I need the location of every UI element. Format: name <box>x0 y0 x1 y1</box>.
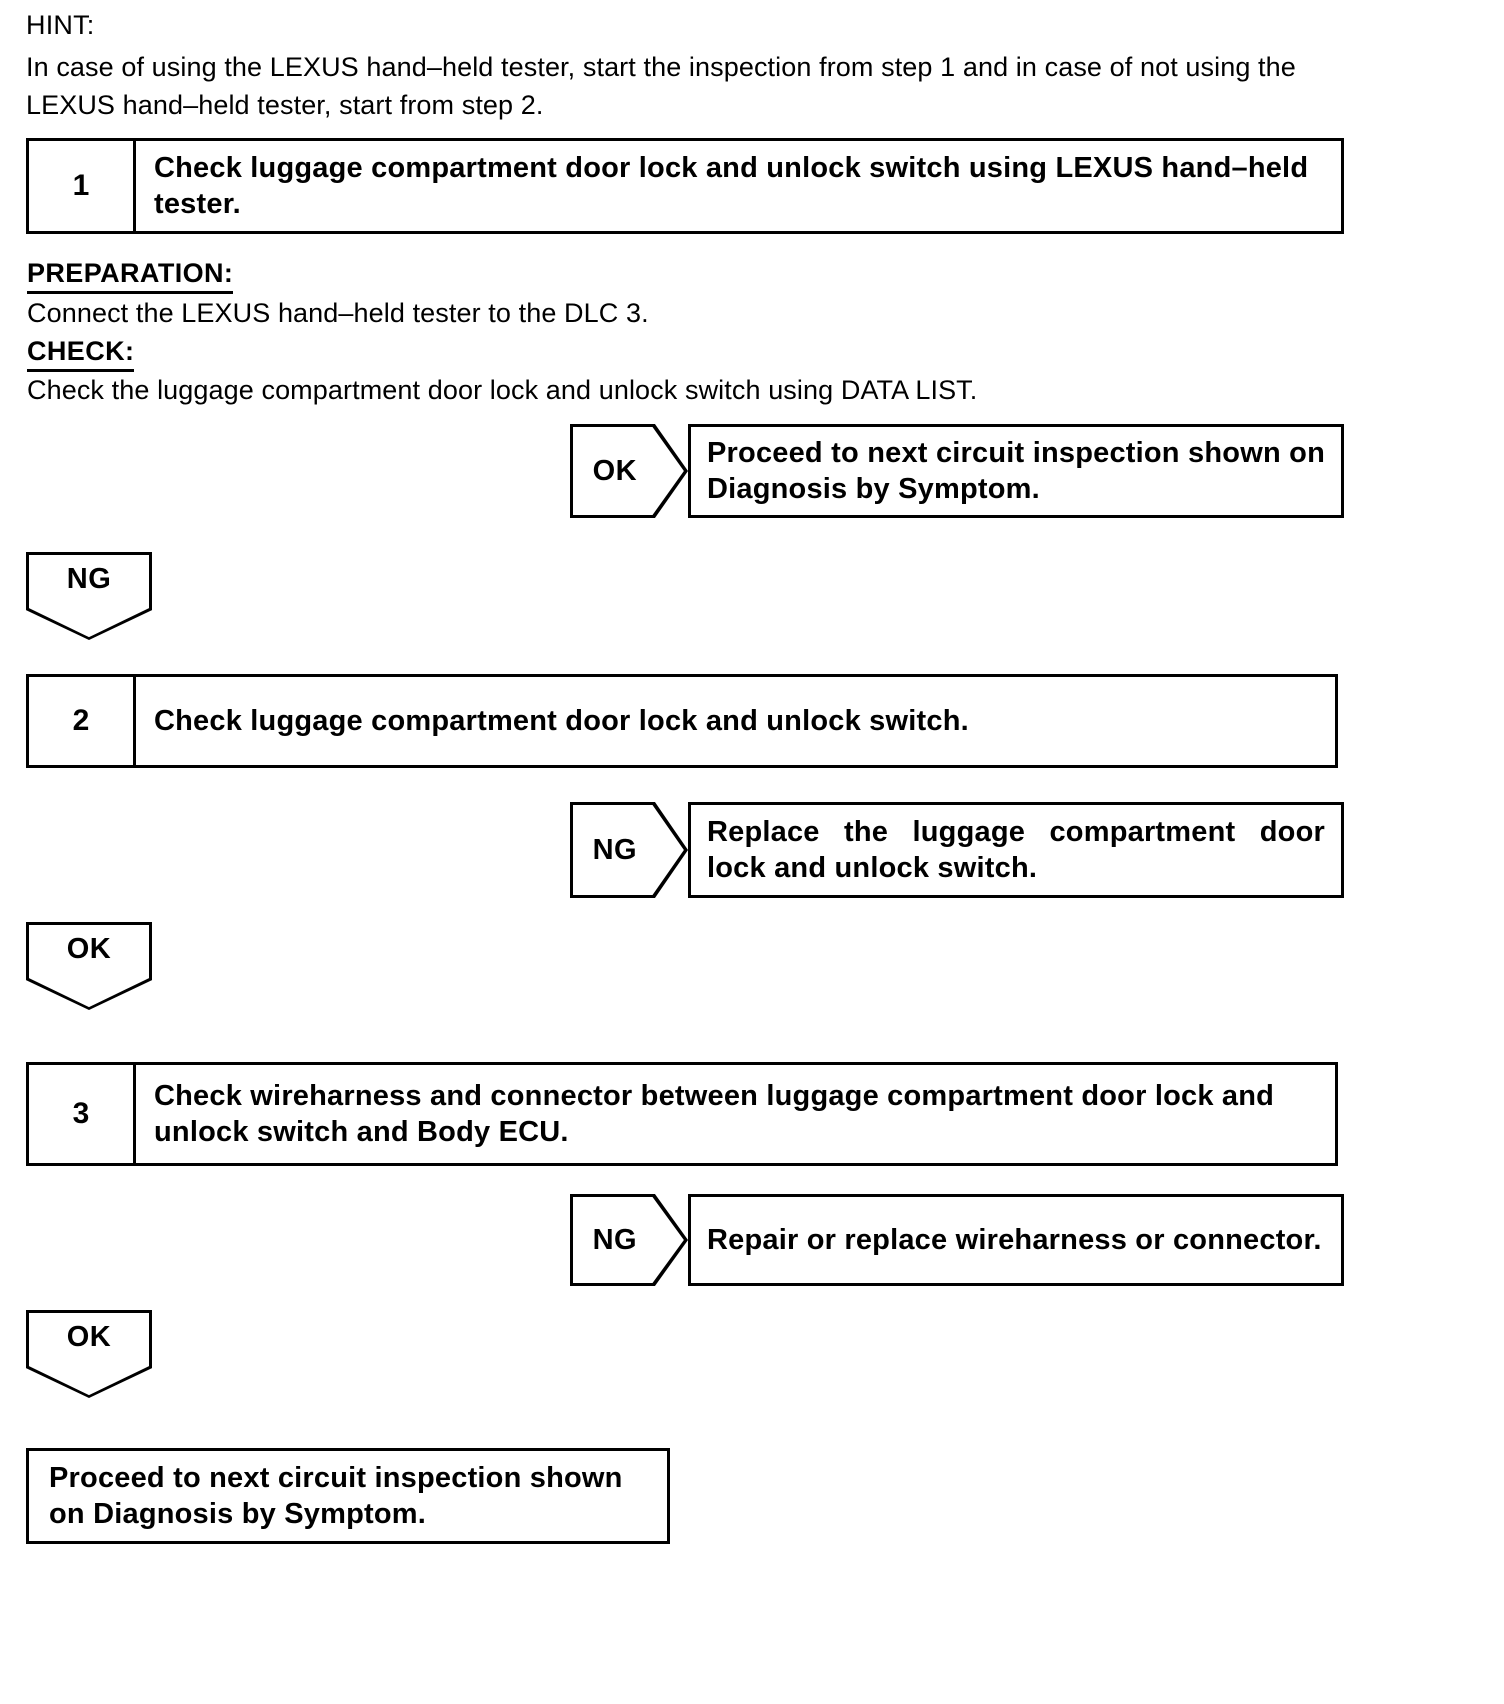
result-text-2: Replace the luggage compartment door loc… <box>707 816 1325 884</box>
step-number-3: 3 <box>29 1065 136 1163</box>
flag-down-badge-ng-1: NG <box>26 552 152 640</box>
arrow-right-badge-ng-3: NG <box>570 1194 688 1286</box>
step-box-1[interactable]: 1 Check luggage compartment door lock an… <box>26 138 1344 234</box>
flag-down-badge-ok-3: OK <box>26 1310 152 1398</box>
arrow-badge-label-3: NG <box>592 1223 638 1256</box>
check-heading: CHECK: <box>27 336 135 372</box>
arrow-badge-label-1: OK <box>592 454 638 487</box>
hint-label: HINT: <box>26 10 95 40</box>
step-box-2[interactable]: 2 Check luggage compartment door lock an… <box>26 674 1338 768</box>
flag-badge-label-1: NG <box>66 562 112 595</box>
result-box-3[interactable]: Repair or replace wireharness or connect… <box>688 1194 1344 1286</box>
flag-down-badge-ok-2: OK <box>26 922 152 1010</box>
arrow-badge-label-2: NG <box>592 833 638 866</box>
flag-badge-label-3: OK <box>66 1320 112 1353</box>
step-text-2: Check luggage compartment door lock and … <box>154 705 969 737</box>
result-branch-2: NG Replace the luggage compartment door … <box>570 802 1344 898</box>
arrow-right-badge-ng-2: NG <box>570 802 688 898</box>
step-number-2: 2 <box>29 677 136 765</box>
step-text-1: Check luggage compartment door lock and … <box>154 152 1309 220</box>
step-box-3[interactable]: 3 Check wireharness and connector betwee… <box>26 1062 1338 1166</box>
result-text-1: Proceed to next circuit inspection shown… <box>707 437 1325 505</box>
result-text-3: Repair or replace wireharness or connect… <box>707 1224 1322 1256</box>
result-branch-3: NG Repair or replace wireharness or conn… <box>570 1194 1344 1286</box>
result-box-1[interactable]: Proceed to next circuit inspection shown… <box>688 424 1344 518</box>
step-number-1: 1 <box>29 141 136 231</box>
result-branch-1: OK Proceed to next circuit inspection sh… <box>570 424 1344 518</box>
final-conclusion-text: Proceed to next circuit inspection shown… <box>49 1462 623 1530</box>
flag-badge-label-2: OK <box>66 932 112 965</box>
preparation-body-text: Connect the LEXUS hand–held tester to th… <box>27 298 649 328</box>
preparation-heading: PREPARATION: <box>27 258 234 294</box>
final-conclusion-box[interactable]: Proceed to next circuit inspection shown… <box>26 1448 670 1544</box>
hint-body-text: In case of using the LEXUS hand–held tes… <box>26 52 1296 120</box>
check-body-text: Check the luggage compartment door lock … <box>27 375 978 405</box>
result-box-2[interactable]: Replace the luggage compartment door loc… <box>688 802 1344 898</box>
step-text-3: Check wireharness and connector between … <box>154 1080 1275 1148</box>
arrow-right-badge-ok-1: OK <box>570 424 688 518</box>
